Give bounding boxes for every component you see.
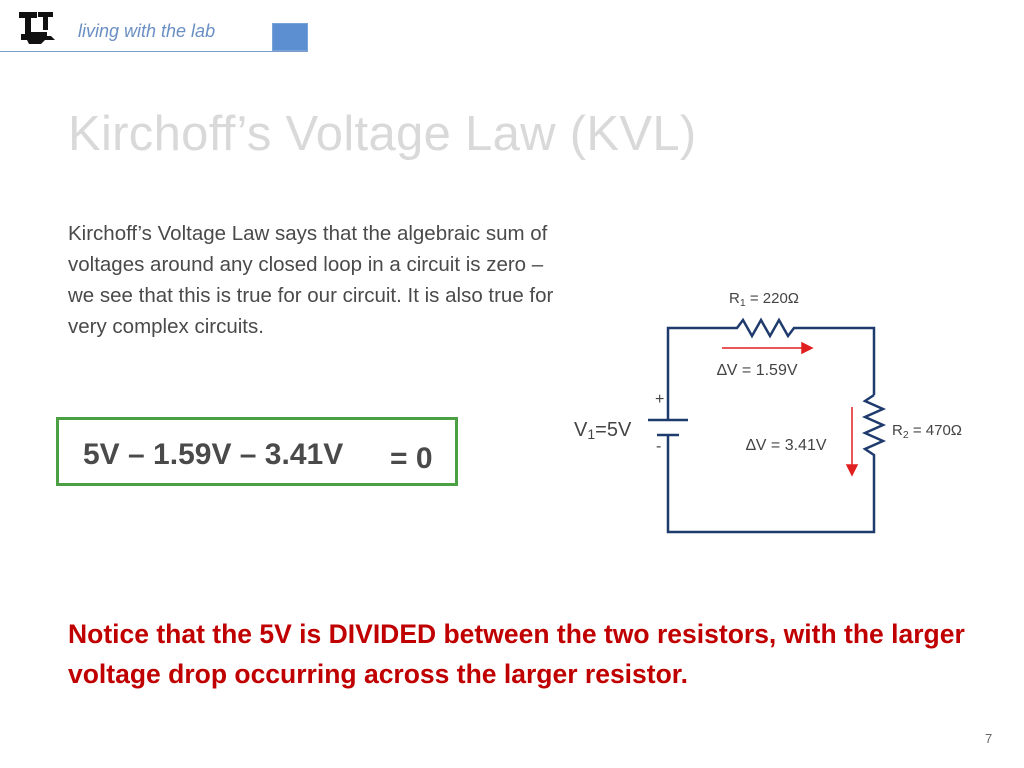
battery-minus: - — [656, 438, 662, 455]
header-divider — [0, 51, 308, 52]
right-wire-r2 — [666, 393, 887, 534]
dv2-label: ∆V = 3.41V — [746, 437, 827, 454]
v1-label: V1=5V — [574, 419, 632, 442]
body-paragraph: Kirchoff’s Voltage Law says that the alg… — [68, 222, 554, 338]
top-wire — [666, 317, 876, 400]
circuit-diagram — [648, 317, 887, 534]
equation-expression: 5V – 1.59V – 3.41V — [83, 438, 344, 471]
battery-plus: + — [655, 391, 665, 408]
equation-box — [56, 417, 458, 486]
louisiana-tech-logo-icon — [19, 12, 55, 44]
header-accent-box — [272, 23, 308, 51]
page-number: 7 — [985, 731, 993, 746]
r1-label: R1 = 220Ω — [729, 290, 800, 309]
notice-text: Notice that the 5V is DIVIDED between th… — [68, 619, 965, 689]
r2-label: R2 = 470Ω — [892, 422, 963, 441]
header-tagline: living with the lab — [78, 21, 216, 41]
equation-result: = 0 — [390, 442, 433, 475]
dv1-label: ∆V = 1.59V — [717, 362, 798, 379]
slide-title: Kirchoff’s Voltage Law (KVL) — [68, 107, 697, 161]
